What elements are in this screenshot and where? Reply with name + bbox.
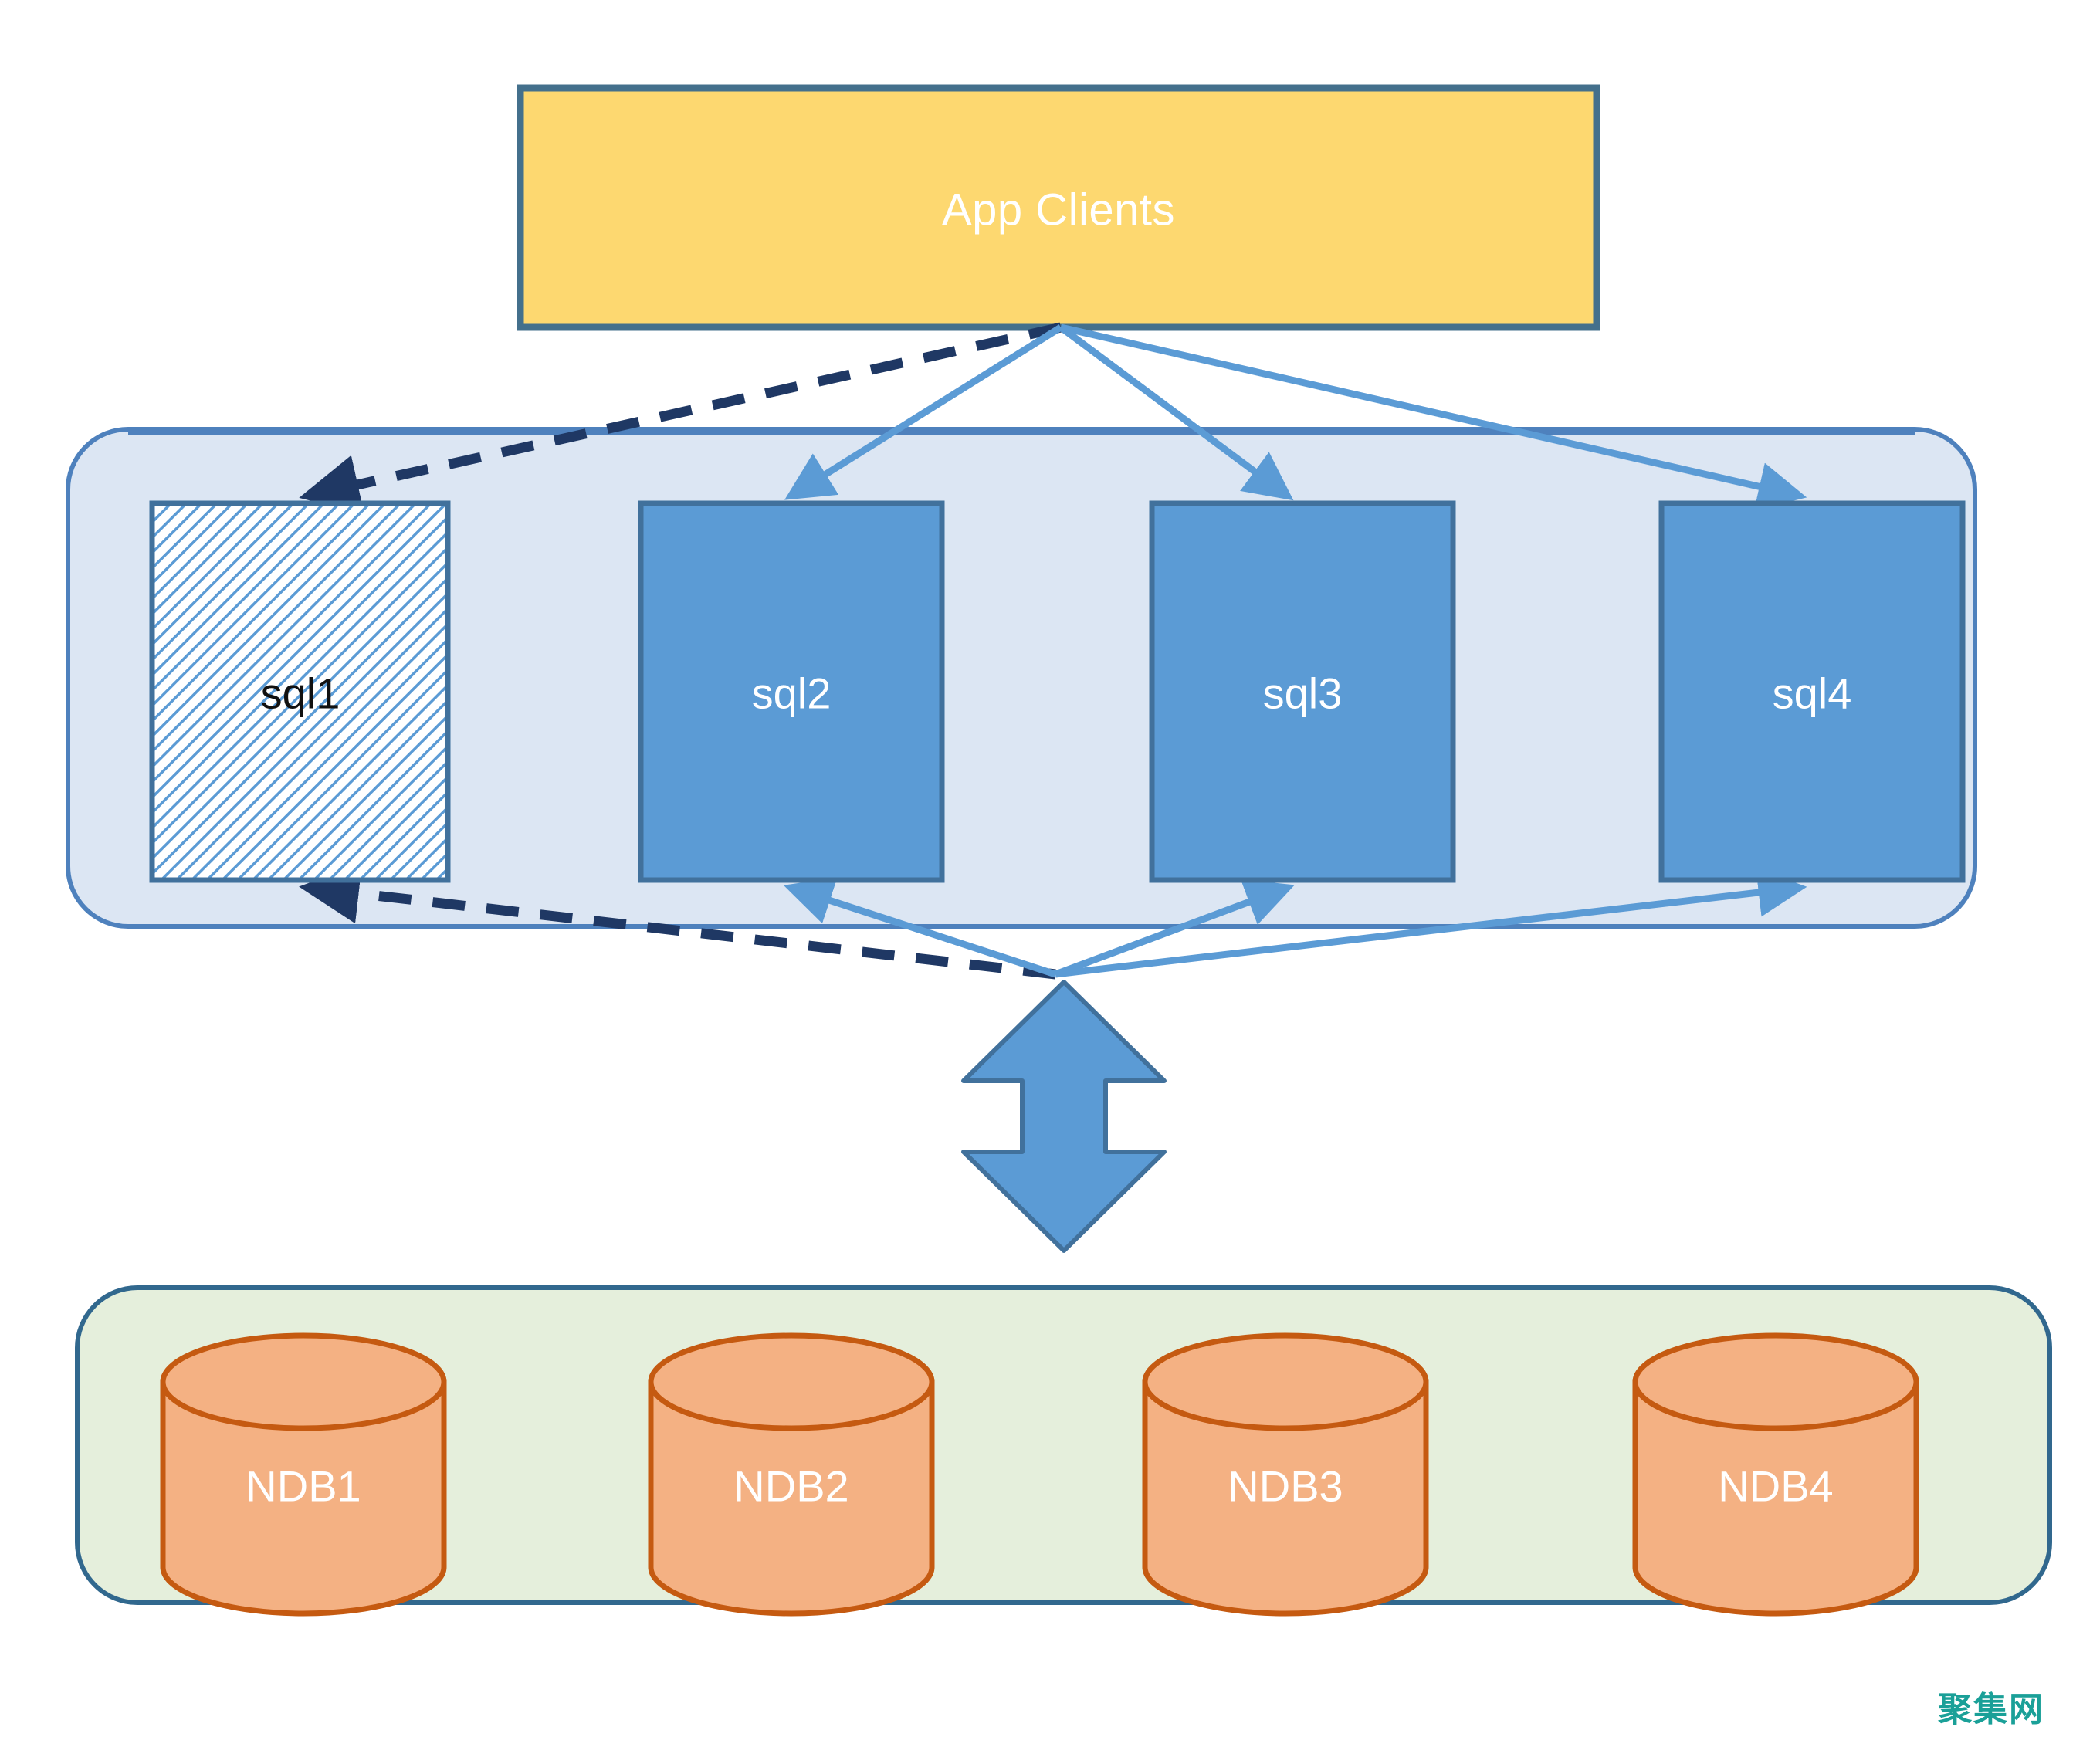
app-clients-box[interactable]	[517, 84, 1600, 331]
ndb2-node[interactable]	[648, 1332, 935, 1617]
connector-client-to-sql3	[1058, 324, 1294, 501]
connector-group-bottom	[299, 863, 1807, 980]
sql3-node[interactable]	[1149, 500, 1456, 883]
bidirectional-sync-arrow	[961, 980, 1167, 1253]
connector-db-to-sql3	[1054, 879, 1295, 978]
sql4-box[interactable]	[1658, 500, 1966, 883]
connector-db-to-sql2	[784, 877, 1057, 978]
ndb-layer-container	[75, 1285, 2052, 1605]
sync-arrow-shape	[961, 980, 1167, 1253]
ndb1-top-ellipse[interactable]	[160, 1332, 447, 1431]
ndb2-top-ellipse[interactable]	[648, 1332, 935, 1431]
ndb2-body[interactable]	[648, 1379, 935, 1617]
ndb4-body[interactable]	[1632, 1379, 1919, 1617]
ndb4-node[interactable]	[1632, 1332, 1919, 1617]
ndb3-top-ellipse[interactable]	[1142, 1332, 1429, 1431]
ndb1-node[interactable]	[160, 1332, 447, 1617]
ndb-layer-box	[75, 1285, 2052, 1605]
ndb4-top-ellipse[interactable]	[1632, 1332, 1919, 1431]
sql2-box[interactable]	[638, 500, 945, 883]
connector-client-to-sql2	[784, 324, 1063, 500]
ndb1-body[interactable]	[160, 1379, 447, 1617]
sql1-node[interactable]	[149, 500, 451, 883]
sql3-box[interactable]	[1149, 500, 1456, 883]
connector-db-to-sql1	[299, 863, 1056, 980]
ndb3-node[interactable]	[1142, 1332, 1429, 1617]
sql1-box[interactable]	[149, 500, 451, 883]
sql-layer-container	[66, 427, 1977, 929]
connector-db-to-sql4	[1055, 868, 1807, 978]
app-clients-node[interactable]	[517, 84, 1600, 331]
site-watermark: 聚集网	[1938, 1691, 2044, 1729]
ndb3-body[interactable]	[1142, 1379, 1429, 1617]
connector-client-to-sql4	[1059, 323, 1807, 511]
connector-client-to-sql1	[299, 322, 1062, 514]
sql4-node[interactable]	[1658, 500, 1966, 883]
sql2-node[interactable]	[638, 500, 945, 883]
connector-group-top	[299, 322, 1807, 514]
